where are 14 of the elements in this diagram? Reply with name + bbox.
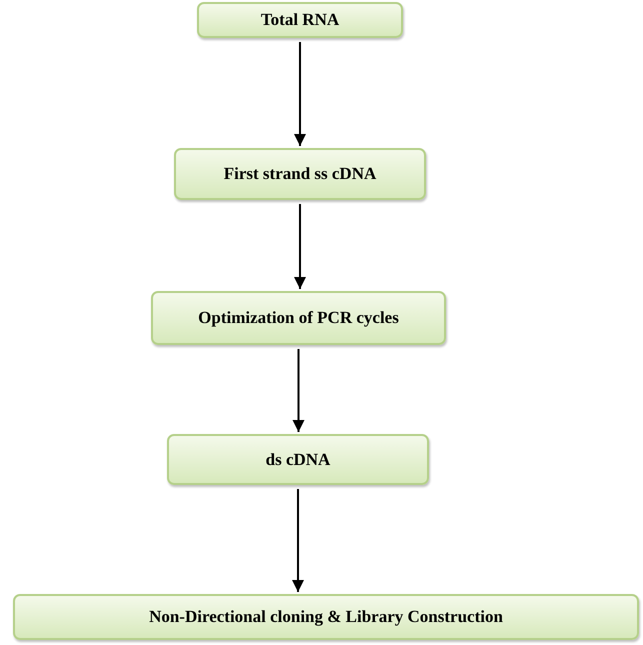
step-label: ds cDNA [266,450,330,470]
process-box [197,2,403,38]
process-box [174,148,426,200]
process-box [151,291,446,345]
arrow [294,42,306,146]
step-label: Optimization of PCR cycles [198,308,399,328]
process-box [13,594,639,640]
process-box [167,434,429,485]
arrow [292,489,304,592]
step-label: Non-Directional cloning & Library Construction [149,607,503,627]
step-label: First strand ss cDNA [224,164,376,184]
arrow [292,349,304,432]
step-label: Total RNA [260,10,340,30]
arrow [294,204,306,289]
